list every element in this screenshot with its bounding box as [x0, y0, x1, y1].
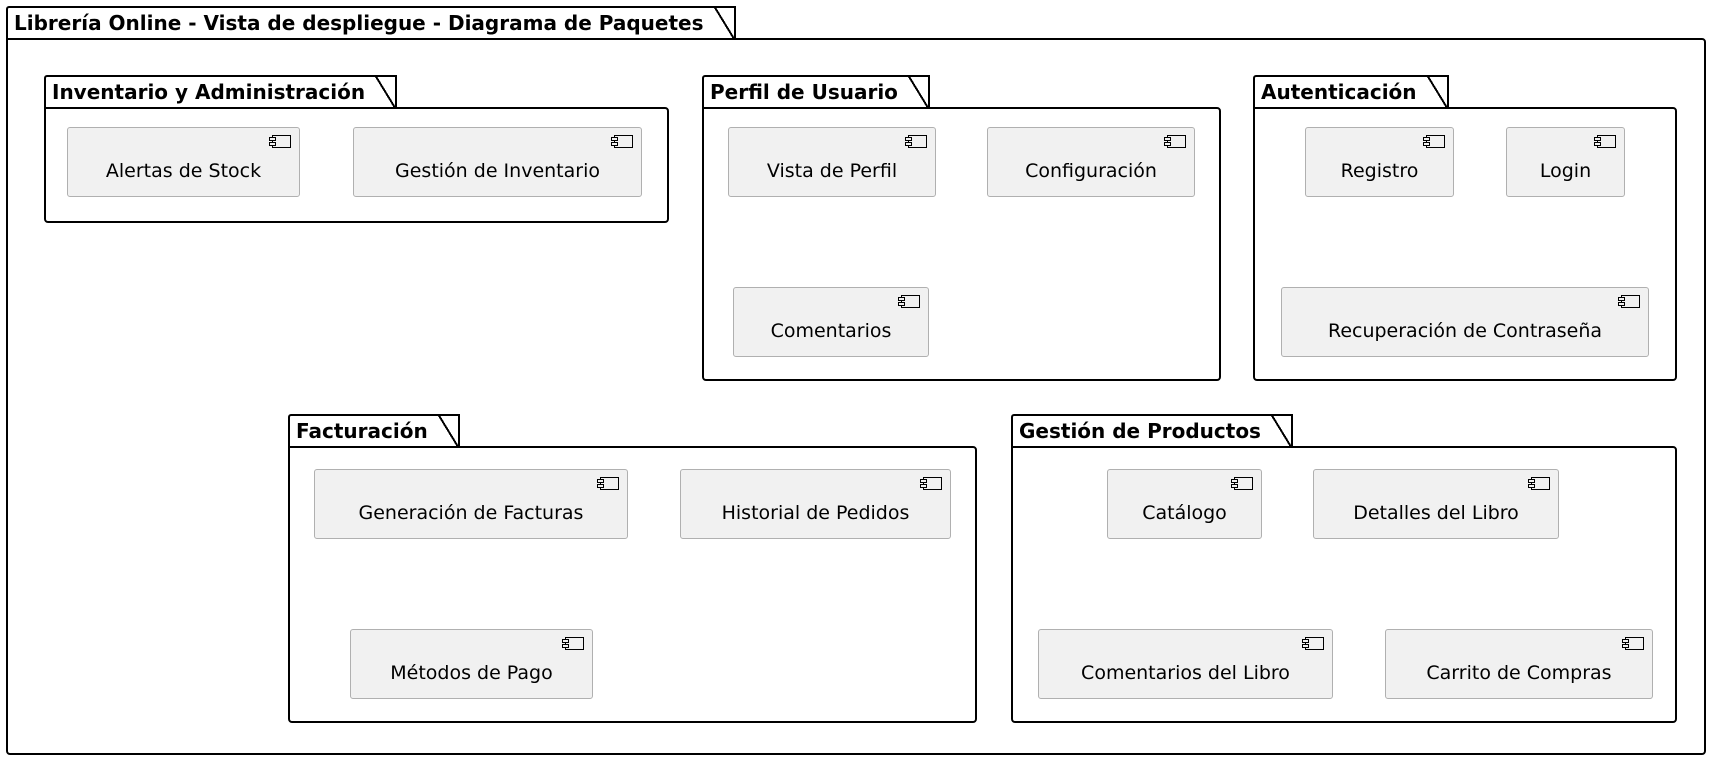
- component-icon: [898, 295, 920, 308]
- component-icon: [1618, 295, 1640, 308]
- component-icon: [1528, 477, 1550, 490]
- component: Registro: [1305, 127, 1454, 197]
- component-icon: [1622, 637, 1644, 650]
- component-label: Vista de Perfil: [766, 160, 898, 182]
- component-icon: [920, 477, 942, 490]
- component-icon: [611, 135, 633, 148]
- component-label: Generación de Facturas: [358, 502, 584, 524]
- package-title: Autenticación: [1261, 80, 1417, 104]
- component: Carrito de Compras: [1385, 629, 1653, 699]
- component: Comentarios del Libro: [1038, 629, 1333, 699]
- component-label: Alertas de Stock: [105, 160, 262, 182]
- component-label: Métodos de Pago: [390, 662, 553, 684]
- package-tab: Librería Online - Vista de despliegue - …: [6, 6, 736, 42]
- component-icon: [1423, 135, 1445, 148]
- package-title: Gestión de Productos: [1019, 419, 1261, 443]
- diagram-title: Librería Online - Vista de despliegue - …: [14, 11, 704, 35]
- component-label: Comentarios: [770, 320, 892, 342]
- component: Catálogo: [1107, 469, 1262, 539]
- component: Comentarios: [733, 287, 929, 357]
- component-label: Historial de Pedidos: [721, 502, 910, 524]
- component-icon: [1302, 637, 1324, 650]
- component-label: Recuperación de Contraseña: [1327, 320, 1603, 342]
- package-title: Facturación: [296, 419, 428, 443]
- component-label: Gestión de Inventario: [395, 160, 600, 182]
- component: Generación de Facturas: [314, 469, 628, 539]
- package-tab: Inventario y Administración: [44, 75, 398, 111]
- component-icon: [562, 637, 584, 650]
- component: Recuperación de Contraseña: [1281, 287, 1649, 357]
- package-title: Inventario y Administración: [52, 80, 366, 104]
- component-label: Login: [1539, 160, 1592, 182]
- package-tab: Gestión de Productos: [1011, 414, 1293, 450]
- component: Login: [1506, 127, 1625, 197]
- package-tab: Perfil de Usuario: [702, 75, 930, 111]
- component-icon: [1594, 135, 1616, 148]
- component-icon: [597, 477, 619, 490]
- component-label: Comentarios del Libro: [1081, 662, 1290, 684]
- component: Detalles del Libro: [1313, 469, 1559, 539]
- package-title: Perfil de Usuario: [710, 80, 898, 104]
- component-icon: [905, 135, 927, 148]
- component: Configuración: [987, 127, 1195, 197]
- component: Alertas de Stock: [67, 127, 300, 197]
- component-label: Carrito de Compras: [1426, 662, 1612, 684]
- component-label: Registro: [1340, 160, 1419, 182]
- package-tab: Autenticación: [1253, 75, 1449, 111]
- component: Historial de Pedidos: [680, 469, 951, 539]
- component-icon: [269, 135, 291, 148]
- component-label: Catálogo: [1142, 502, 1227, 524]
- component-icon: [1164, 135, 1186, 148]
- component-label: Detalles del Libro: [1353, 502, 1519, 524]
- component-label: Configuración: [1025, 160, 1157, 182]
- component: Métodos de Pago: [350, 629, 593, 699]
- component: Gestión de Inventario: [353, 127, 642, 197]
- component: Vista de Perfil: [728, 127, 936, 197]
- component-icon: [1231, 477, 1253, 490]
- package-tab: Facturación: [288, 414, 460, 450]
